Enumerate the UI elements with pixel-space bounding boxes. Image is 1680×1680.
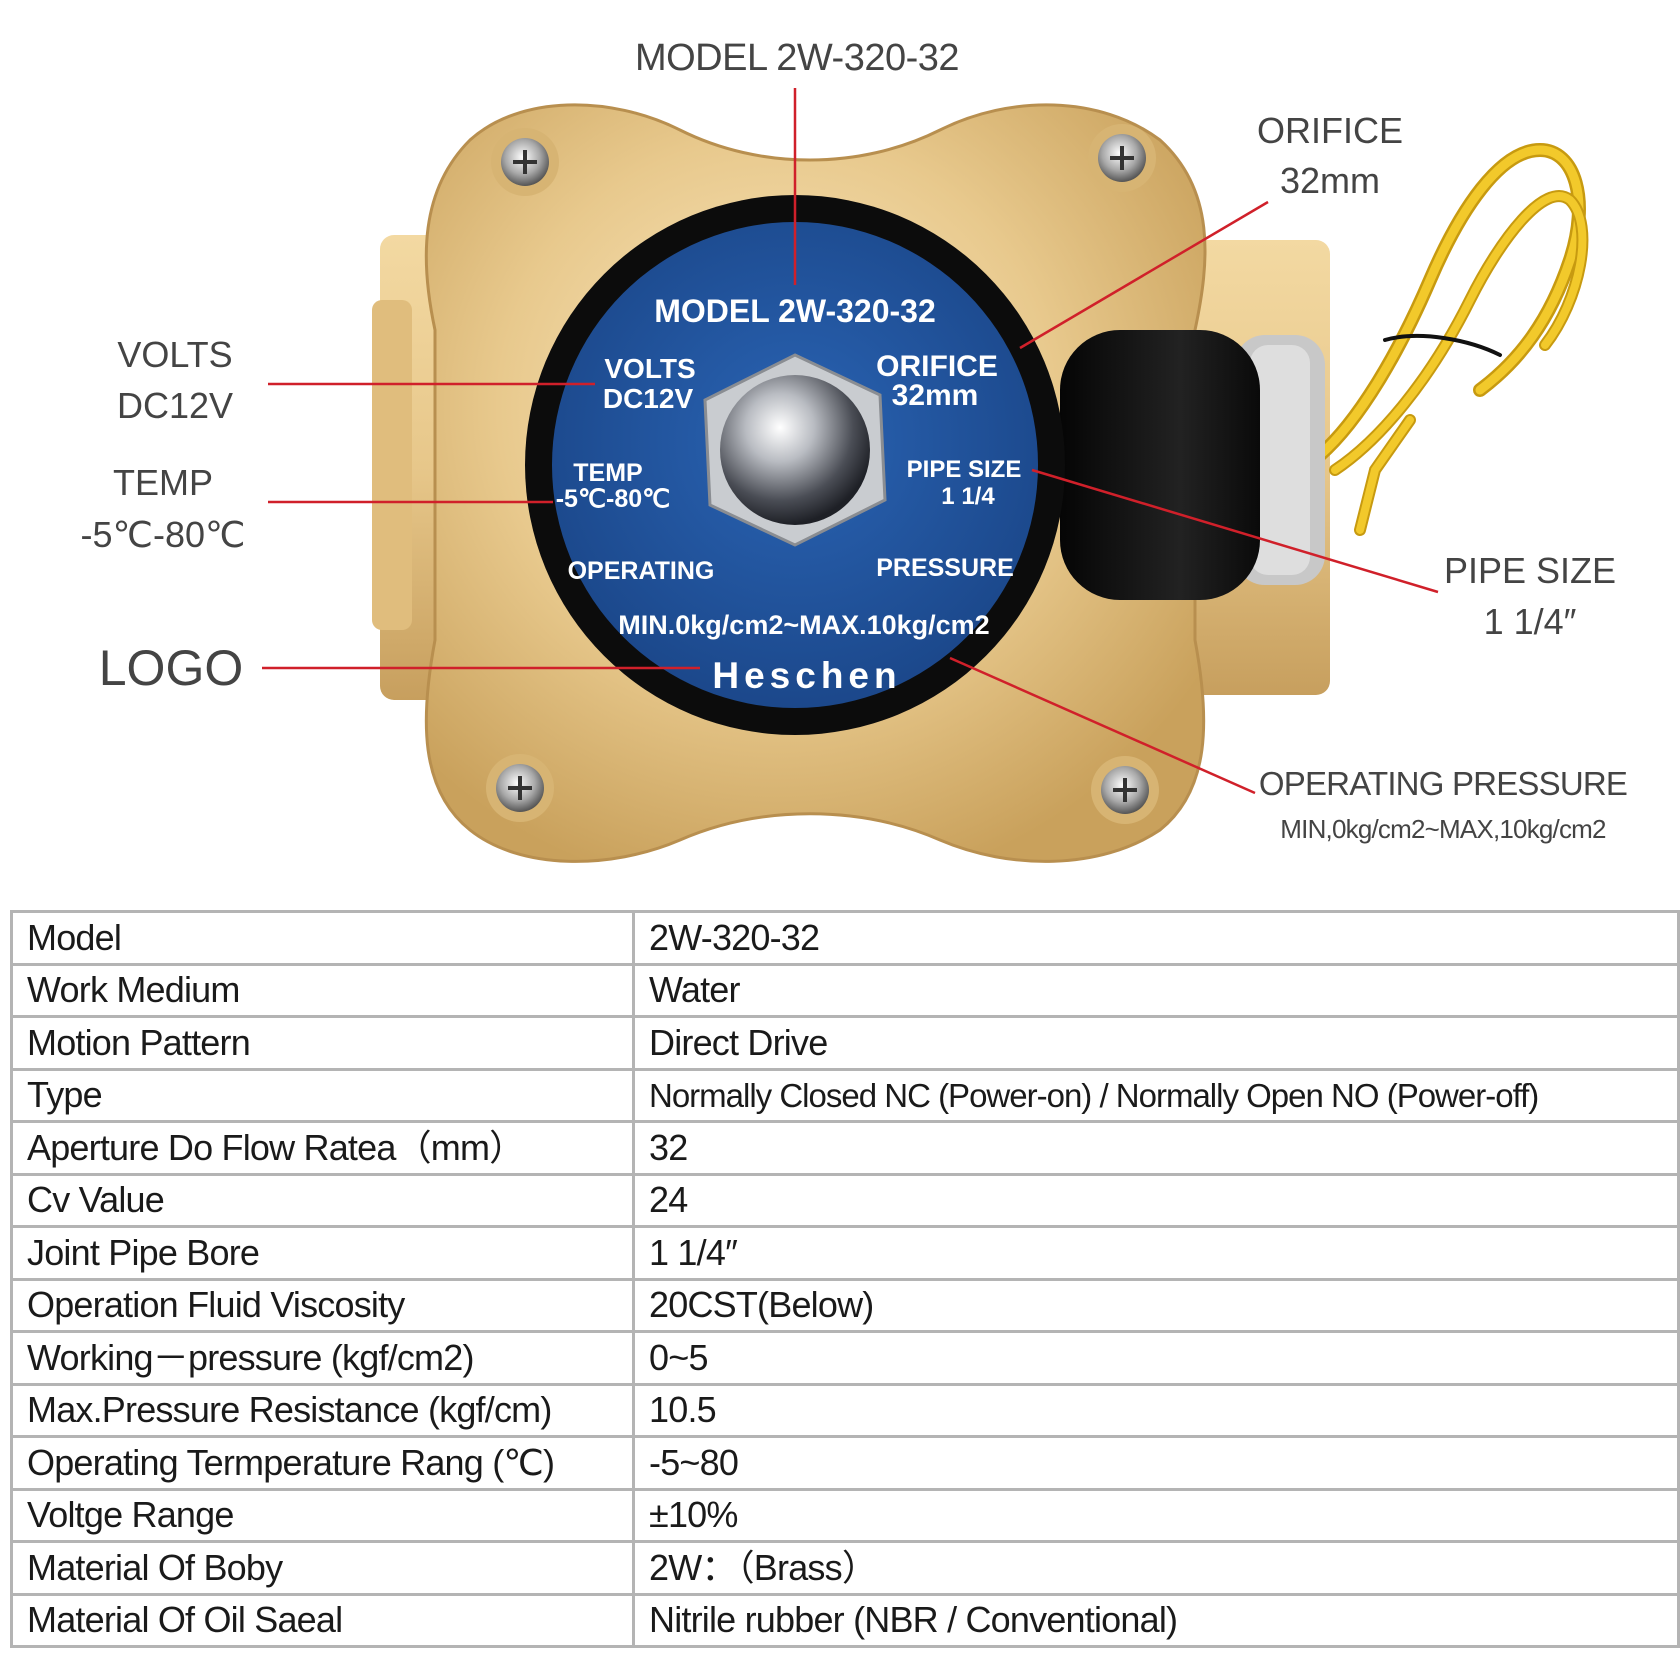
- face-temp-label: TEMP: [573, 459, 642, 487]
- spec-label: Work Medium: [10, 962, 635, 1018]
- spec-row-max-pressure: Max.Pressure Resistance (kgf/cm) 10.5: [10, 1382, 1680, 1438]
- face-pressure-range: MIN.0kg/cm2~MAX.10kg/cm2: [618, 610, 989, 640]
- face-pressure: PRESSURE: [876, 554, 1014, 582]
- face-volts-label: VOLTS: [604, 353, 695, 384]
- valve-diagram: MODEL 2W-320-32 VOLTS DC12V ORIFICE 32mm…: [81, 37, 1628, 863]
- coil-wire: [1313, 142, 1589, 536]
- spec-value: ±10%: [632, 1487, 1680, 1543]
- face-volts-value: DC12V: [603, 383, 694, 414]
- face-brand: Heschen: [712, 655, 901, 696]
- spec-label: Motion Pattern: [10, 1015, 635, 1071]
- spec-row-seal-material: Material Of Oil Saeal Nitrile rubber (NB…: [10, 1592, 1680, 1648]
- spec-value: 20CST(Below): [632, 1277, 1680, 1333]
- leader-lines: [262, 88, 1439, 795]
- callout-pipe-value: 1 1/4″: [1484, 601, 1577, 642]
- callout-temp-value: -5℃-80℃: [81, 514, 246, 555]
- spec-row-type: Type Normally Closed NC (Power-on) / Nor…: [10, 1067, 1680, 1123]
- spec-label: Operating Termperature Rang (℃): [10, 1435, 635, 1491]
- callout-logo: LOGO: [99, 640, 243, 696]
- spec-label: Operation Fluid Viscosity: [10, 1277, 635, 1333]
- screw-top-right: [1088, 124, 1156, 192]
- spec-label: Voltge Range: [10, 1487, 635, 1543]
- spec-label: Working－pressure (kgf/cm2): [10, 1330, 635, 1386]
- face-model: MODEL 2W-320-32: [654, 293, 936, 329]
- spec-label: Aperture Do Flow Ratea（mm）: [10, 1120, 635, 1176]
- spec-row-work-medium: Work Medium Water: [10, 962, 1680, 1018]
- spec-label: Material Of Oil Saeal: [10, 1592, 635, 1648]
- leader-orifice: [1019, 200, 1269, 350]
- spec-value: Direct Drive: [632, 1015, 1680, 1071]
- callout-pressure-range: MIN,0kg/cm2~MAX,10kg/cm2: [1280, 814, 1606, 844]
- spec-value: 2W-320-32: [632, 910, 1680, 966]
- face-orifice-value: 32mm: [892, 379, 979, 412]
- spec-label: Type: [10, 1067, 635, 1123]
- spec-value: Nitrile rubber (NBR / Conventional): [632, 1592, 1680, 1648]
- callout-volts-label: VOLTS: [117, 334, 232, 375]
- face-pipe-label: PIPE SIZE: [907, 456, 1022, 483]
- spec-table: Model 2W-320-32 Work Medium Water Motion…: [10, 910, 1680, 1648]
- face-temp-value: -5℃-80℃: [556, 485, 671, 513]
- callout-orifice-value: 32mm: [1280, 160, 1380, 201]
- spec-label: Joint Pipe Bore: [10, 1225, 635, 1281]
- spec-value: 32: [632, 1120, 1680, 1176]
- spec-row-temperature-range: Operating Termperature Rang (℃) -5~80: [10, 1435, 1680, 1491]
- callout-orifice-label: ORIFICE: [1257, 110, 1403, 151]
- screw-bottom-right: [1091, 756, 1159, 824]
- spec-row-body-material: Material Of Boby 2W：（Brass）: [10, 1540, 1680, 1596]
- leader-pressure: [949, 656, 1256, 795]
- spec-row-voltage-range: Voltge Range ±10%: [10, 1487, 1680, 1543]
- face-orifice-label: ORIFICE: [876, 350, 998, 383]
- spec-row-working-pressure: Working－pressure (kgf/cm2) 0~5: [10, 1330, 1680, 1386]
- leader-pipe: [1031, 468, 1439, 594]
- callout-pressure-label: OPERATING PRESSURE: [1259, 765, 1627, 802]
- spec-label: Max.Pressure Resistance (kgf/cm): [10, 1382, 635, 1438]
- spec-value: 10.5: [632, 1382, 1680, 1438]
- callout-temp-label: TEMP: [113, 462, 213, 503]
- spec-row-motion-pattern: Motion Pattern Direct Drive: [10, 1015, 1680, 1071]
- spec-value: -5~80: [632, 1435, 1680, 1491]
- callout-pipe-label: PIPE SIZE: [1444, 550, 1616, 591]
- spec-value: 24: [632, 1172, 1680, 1228]
- spec-value: 0~5: [632, 1330, 1680, 1386]
- face-pipe-value: 1 1/4: [941, 483, 995, 510]
- spec-value: 2W：（Brass）: [632, 1540, 1680, 1596]
- callout-volts-value: DC12V: [117, 385, 233, 426]
- spec-row-joint-pipe-bore: Joint Pipe Bore 1 1/4″: [10, 1225, 1680, 1281]
- spec-row-aperture: Aperture Do Flow Ratea（mm） 32: [10, 1120, 1680, 1176]
- spec-row-viscosity: Operation Fluid Viscosity 20CST(Below): [10, 1277, 1680, 1333]
- face-operating: OPERATING: [568, 557, 715, 585]
- spec-value: 1 1/4″: [632, 1225, 1680, 1281]
- spec-value: Normally Closed NC (Power-on) / Normally…: [632, 1067, 1680, 1123]
- spec-row-model: Model 2W-320-32: [10, 910, 1680, 966]
- spec-value: Water: [632, 962, 1680, 1018]
- screw-bottom-left: [486, 754, 554, 822]
- spec-label: Cv Value: [10, 1172, 635, 1228]
- coil-cap: [1060, 330, 1325, 600]
- callout-model: MODEL 2W-320-32: [635, 37, 959, 79]
- dome-cap: [703, 353, 887, 547]
- spec-row-cv-value: Cv Value 24: [10, 1172, 1680, 1228]
- spec-label: Model: [10, 910, 635, 966]
- spec-label: Material Of Boby: [10, 1540, 635, 1596]
- screw-top-left: [491, 128, 559, 196]
